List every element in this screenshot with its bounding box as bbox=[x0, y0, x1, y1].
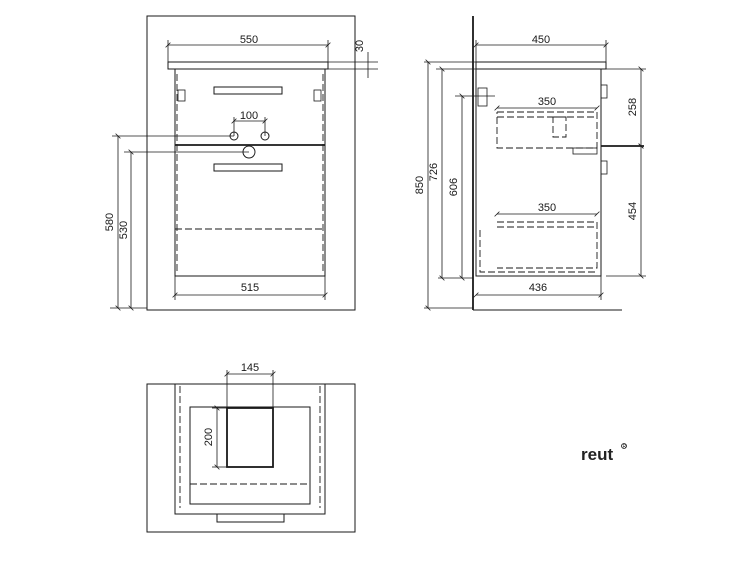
brand-mark: R bbox=[623, 444, 627, 450]
front-cabinet-body bbox=[174, 68, 326, 277]
dim-lower-drawer-height: 454 bbox=[627, 202, 639, 220]
dim-width-top: 550 bbox=[240, 34, 258, 46]
dim-top-thickness: 30 bbox=[354, 40, 366, 52]
dim-height-total: 850 bbox=[414, 176, 426, 194]
brand-logo: reut R bbox=[581, 443, 627, 464]
siphon-cutout bbox=[226, 407, 274, 468]
side-countertop bbox=[475, 61, 607, 70]
dim-cutout-depth: 200 bbox=[203, 428, 215, 446]
dim-height-606: 606 bbox=[448, 178, 460, 196]
dim-upper-drawer-height: 258 bbox=[627, 98, 639, 116]
front-countertop bbox=[167, 61, 329, 70]
top-countertop bbox=[174, 383, 326, 515]
dim-depth-bottom: 436 bbox=[529, 282, 547, 294]
side-view: 450 350 350 850 726 606 258 454 436 bbox=[414, 16, 646, 311]
top-view: 145 200 bbox=[146, 362, 356, 533]
dim-depth-top: 450 bbox=[532, 34, 550, 46]
dim-drawer-depth-lower: 350 bbox=[538, 202, 556, 214]
front-wall bbox=[146, 15, 356, 311]
front-view: 550 30 100 580 530 515 bbox=[104, 15, 378, 311]
dim-drawer-depth-upper: 350 bbox=[538, 96, 556, 108]
dim-height-outer: 580 bbox=[104, 213, 116, 231]
dim-hole-spacing: 100 bbox=[240, 110, 258, 122]
lower-drawer-handle bbox=[213, 163, 283, 172]
top-handle bbox=[216, 513, 285, 523]
dim-width-bottom: 515 bbox=[241, 282, 259, 294]
dim-height-726: 726 bbox=[428, 163, 440, 181]
dim-height-inner: 530 bbox=[118, 221, 130, 239]
brand-name: reut bbox=[581, 445, 613, 464]
upper-drawer-handle bbox=[213, 86, 283, 95]
top-wall bbox=[146, 383, 356, 533]
top-drawer-outline bbox=[189, 406, 311, 505]
lower-drawer-outline bbox=[497, 221, 598, 269]
dim-cutout-width: 145 bbox=[241, 362, 259, 374]
